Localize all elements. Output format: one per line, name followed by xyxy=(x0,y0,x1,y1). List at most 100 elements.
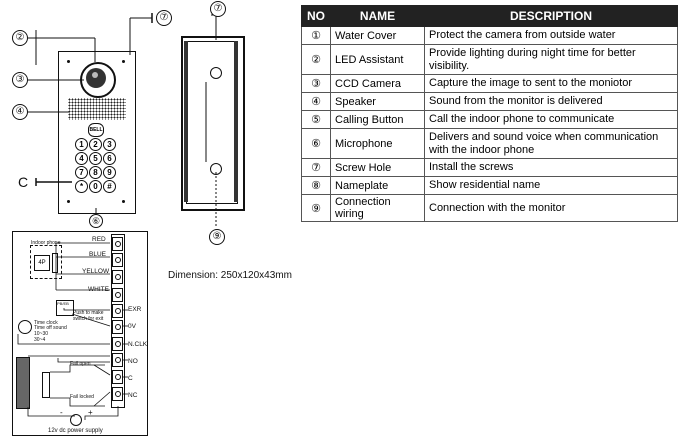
callout-calling: C xyxy=(18,174,29,190)
table-cell-desc: Connection with the monitor xyxy=(424,194,678,222)
keypad-key-10[interactable]: 0 xyxy=(89,180,102,193)
terminal-c: C xyxy=(128,375,133,382)
terminal-screw xyxy=(112,288,123,302)
fail-open-label: Fail open xyxy=(70,361,91,367)
screw-dot xyxy=(122,200,125,203)
timer-sub: Time off sound xyxy=(34,325,67,331)
screw-hole-bottom xyxy=(210,163,222,175)
keypad-key-11[interactable]: # xyxy=(103,180,116,193)
table-cell-desc: Sound from the monitor is delivered xyxy=(424,92,678,111)
clock-icon xyxy=(18,320,32,334)
screw-hole-top xyxy=(210,67,222,79)
electric-lock xyxy=(16,357,30,409)
terminal-screw xyxy=(112,320,123,334)
camera-lens-glare xyxy=(92,72,98,78)
table-cell-no: ③ xyxy=(301,74,331,93)
table-cell-name: Water Cover xyxy=(330,26,425,45)
terminal-screw xyxy=(112,353,123,367)
callout-screw-hole: ⑦ xyxy=(156,10,172,26)
terminal-screw xyxy=(112,304,123,318)
table-cell-desc: Show residential name xyxy=(424,176,678,195)
table-cell-name: Calling Button xyxy=(330,110,425,129)
screw-dot xyxy=(122,60,125,63)
brand-logo: BELL xyxy=(88,123,104,137)
indoor-phone-box xyxy=(30,245,62,279)
terminal-exr: EXR xyxy=(128,306,142,313)
wire-red-label: RED xyxy=(92,236,106,243)
timer-label: Time clock xyxy=(34,320,58,326)
keypad-key-0[interactable]: 1 xyxy=(75,138,88,151)
terminal-screw xyxy=(112,253,123,267)
table-cell-name: Speaker xyxy=(330,92,425,111)
table-cell-name: Microphone xyxy=(330,128,425,159)
terminal-screw xyxy=(112,387,123,401)
speaker-grille xyxy=(68,98,126,120)
phone-connector xyxy=(52,253,58,273)
table-cell-desc: Protect the camera from outside water xyxy=(424,26,678,45)
wire-yellow-label: YELLOW xyxy=(82,268,110,275)
terminal-no: NO xyxy=(128,358,138,365)
callout-microphone: ⑥ xyxy=(89,214,103,228)
lock-resistor xyxy=(42,372,50,398)
keypad-key-8[interactable]: 9 xyxy=(103,166,116,179)
table-cell-desc: Install the screws xyxy=(424,158,678,177)
table-cell-desc: Delivers and sound voice when communicat… xyxy=(424,128,678,159)
table-cell-no: ④ xyxy=(301,92,331,111)
terminal-nc: NC xyxy=(128,392,138,399)
indoor-phone-label: Indoor phone xyxy=(31,240,61,246)
terminal-screw xyxy=(112,370,123,384)
psu-label: 12v dc power supply xyxy=(48,428,103,434)
terminal-screw xyxy=(112,337,123,351)
table-cell-no: ① xyxy=(301,26,331,45)
keypad-key-9[interactable]: * xyxy=(75,180,88,193)
keypad-key-6[interactable]: 7 xyxy=(75,166,88,179)
exit-button-label: PB/EB xyxy=(57,301,69,306)
table-header-row: NO NAME DESCRIPTION xyxy=(301,5,678,27)
callout-wiring: ⑨ xyxy=(209,229,225,245)
table-cell-no: ⑥ xyxy=(301,128,331,159)
keypad-key-7[interactable]: 8 xyxy=(89,166,102,179)
exit-button-box xyxy=(56,300,74,316)
callout-speaker: ④ xyxy=(12,104,28,120)
wiring-lines xyxy=(17,242,128,420)
table-cell-name: LED Assistant xyxy=(330,44,425,75)
wire-blue-label: BLUE xyxy=(89,251,106,258)
callout-screw-side: ⑦ xyxy=(210,1,226,17)
table-cell-name: CCD Camera xyxy=(330,74,425,93)
keypad-key-3[interactable]: 4 xyxy=(75,152,88,165)
keypad-key-1[interactable]: 2 xyxy=(89,138,102,151)
table-cell-no: ⑦ xyxy=(301,158,331,177)
callout-led: ③ xyxy=(12,72,28,88)
terminal-screw xyxy=(112,270,123,284)
wire-white-label: WHITE xyxy=(88,286,109,293)
callout-water-cover: ② xyxy=(12,30,28,46)
header-description: DESCRIPTION xyxy=(424,5,678,27)
screw-dot xyxy=(67,60,70,63)
keypad-key-4[interactable]: 5 xyxy=(89,152,102,165)
keypad-key-2[interactable]: 3 xyxy=(103,138,116,151)
terminal-screw xyxy=(112,237,123,251)
phone-port: 4P xyxy=(34,255,50,271)
table-cell-name: Connection wiring xyxy=(330,194,425,222)
screw-dot xyxy=(67,200,70,203)
table-cell-desc: Capture the image to sent to the monioto… xyxy=(424,74,678,93)
table-cell-name: Screw Hole xyxy=(330,158,425,177)
keypad-key-5[interactable]: 6 xyxy=(103,152,116,165)
table-cell-no: ⑤ xyxy=(301,110,331,129)
header-no: NO xyxy=(301,5,331,27)
terminal-0v: 0V xyxy=(128,323,136,330)
table-cell-name: Nameplate xyxy=(330,176,425,195)
table-cell-desc: Provide lighting during night time for b… xyxy=(424,44,678,75)
terminal-nclk: N.CLK xyxy=(128,341,148,348)
callout-lines xyxy=(28,13,153,215)
table-cell-desc: Call the indoor phone to communicate xyxy=(424,110,678,129)
